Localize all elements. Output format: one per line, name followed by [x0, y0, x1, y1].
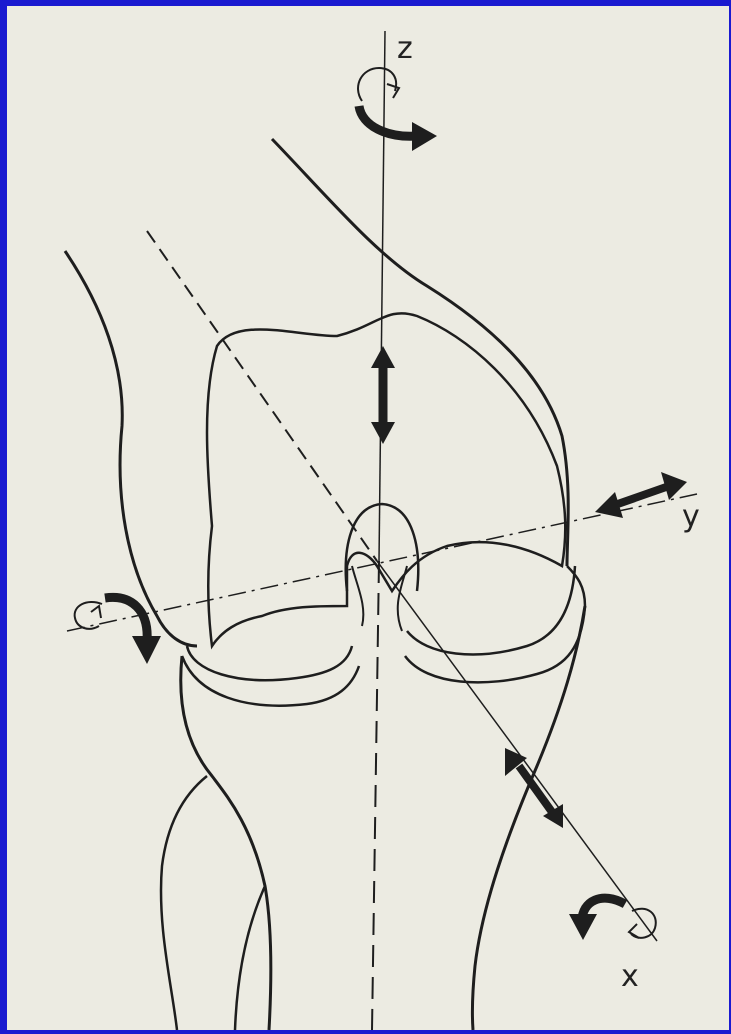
medial-condyle	[187, 646, 352, 680]
y-axis-label: y	[682, 499, 700, 534]
z-axis-dashed	[372, 561, 379, 1030]
translation-arrow-y-icon	[595, 472, 687, 518]
knee-joint-axes-diagram: z y x	[7, 6, 729, 1030]
rotation-arrow-x-icon	[569, 898, 656, 940]
femur-outline-left	[65, 251, 197, 646]
x-axis-line	[377, 561, 657, 941]
intercondylar-notch	[346, 504, 418, 591]
rotation-arrow-z-icon	[358, 68, 437, 151]
z-axis-line	[379, 31, 385, 561]
tibial-plateau-upper	[182, 566, 585, 706]
scanned-figure-page: z y x	[7, 6, 729, 1030]
tibia-outline-left	[181, 656, 271, 1030]
y-axis-line	[67, 494, 697, 631]
x-axis-label: x	[621, 959, 639, 994]
dashed-anatomical-line	[147, 231, 377, 561]
translation-arrow-x-icon	[505, 748, 563, 828]
fibula-outline-inner	[235, 886, 265, 1030]
lateral-condyle	[407, 566, 575, 654]
rotation-arrow-y-icon	[75, 597, 161, 664]
femur-outline-right	[272, 139, 568, 566]
fibula-outline-outer	[161, 776, 207, 1030]
tibia-outline-right	[472, 606, 585, 1030]
z-axis-label: z	[397, 31, 413, 66]
translation-arrow-z-icon	[371, 346, 395, 444]
